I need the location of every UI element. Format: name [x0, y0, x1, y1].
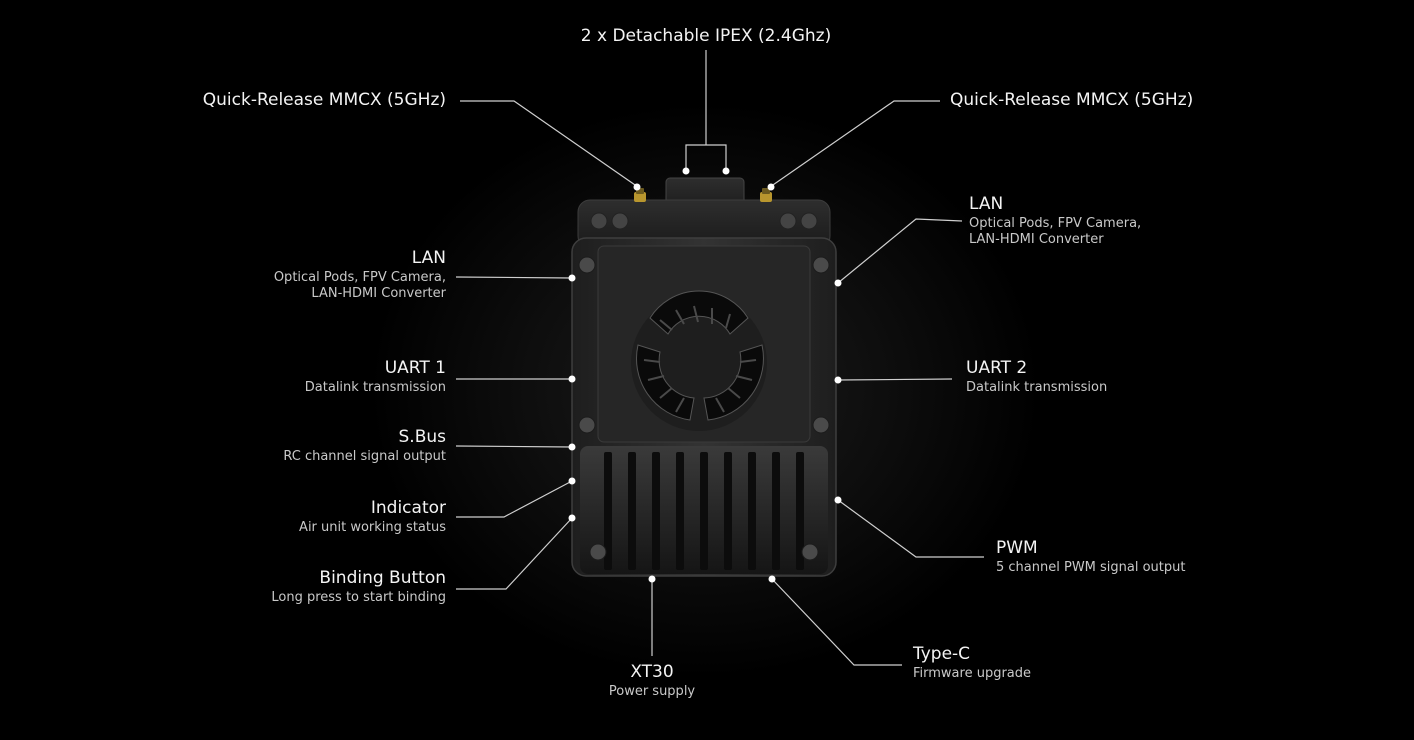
heat-sink-fins: [604, 452, 804, 570]
callout-uart2-sub: Datalink transmission: [966, 380, 1108, 395]
callout-binding: Binding Button Long press to start bindi…: [196, 568, 446, 606]
callout-pwm: PWM 5 channel PWM signal output: [996, 538, 1246, 576]
callout-lan-left-line2: LAN-HDMI Converter: [311, 286, 446, 301]
callout-lan-right-line2: LAN-HDMI Converter: [969, 232, 1104, 247]
body-screws: [578, 256, 830, 561]
callout-mmcx-left-title: Quick-Release MMCX (5GHz): [202, 90, 446, 110]
callout-lan-left: LAN Optical Pods, FPV Camera, LAN-HDMI C…: [196, 248, 446, 302]
fan-vent: [631, 290, 767, 431]
callout-sbus: S.Bus RC channel signal output: [196, 427, 446, 465]
callout-lan-right: LAN Optical Pods, FPV Camera, LAN-HDMI C…: [969, 194, 1219, 248]
callout-indicator: Indicator Air unit working status: [196, 498, 446, 536]
callout-binding-title: Binding Button: [319, 568, 446, 588]
mmcx-connector-right: [760, 188, 772, 202]
callout-lan-right-line1: Optical Pods, FPV Camera,: [969, 216, 1142, 231]
callout-typec-sub: Firmware upgrade: [913, 666, 1032, 681]
callout-dots: [568, 167, 842, 583]
callout-indicator-sub: Air unit working status: [299, 520, 446, 535]
callout-ipex: 2 x Detachable IPEX (2.4Ghz): [556, 26, 856, 47]
callout-ipex-title: 2 x Detachable IPEX (2.4Ghz): [580, 26, 832, 46]
callout-xt30-title: XT30: [630, 662, 674, 682]
callout-uart1-title: UART 1: [384, 358, 446, 378]
callout-uart1-sub: Datalink transmission: [304, 380, 446, 395]
callout-lan-left-title: LAN: [411, 248, 446, 268]
callout-indicator-title: Indicator: [370, 498, 446, 518]
callout-uart2-title: UART 2: [966, 358, 1028, 378]
callout-mmcx-right: Quick-Release MMCX (5GHz): [950, 90, 1250, 111]
callout-sbus-sub: RC channel signal output: [283, 449, 446, 464]
callout-uart2: UART 2 Datalink transmission: [966, 358, 1216, 396]
mmcx-connector-left: [634, 188, 646, 202]
callout-typec: Type-C Firmware upgrade: [913, 644, 1133, 682]
callout-xt30-sub: Power supply: [608, 684, 696, 699]
callout-lan-right-title: LAN: [969, 194, 1004, 214]
callout-pwm-sub: 5 channel PWM signal output: [996, 560, 1186, 575]
top-screws: [590, 212, 818, 230]
callout-binding-sub: Long press to start binding: [271, 590, 446, 605]
callout-sbus-title: S.Bus: [398, 427, 447, 447]
leader-lines: [455, 50, 984, 666]
callout-mmcx-right-title: Quick-Release MMCX (5GHz): [950, 90, 1194, 110]
callout-xt30: XT30 Power supply: [572, 662, 732, 700]
callout-typec-title: Type-C: [913, 644, 971, 664]
callout-lan-left-line1: Optical Pods, FPV Camera,: [273, 270, 446, 285]
antenna-block: [577, 177, 831, 249]
callout-mmcx-left: Quick-Release MMCX (5GHz): [150, 90, 446, 111]
callout-pwm-title: PWM: [996, 538, 1038, 558]
callout-uart1: UART 1 Datalink transmission: [196, 358, 446, 396]
